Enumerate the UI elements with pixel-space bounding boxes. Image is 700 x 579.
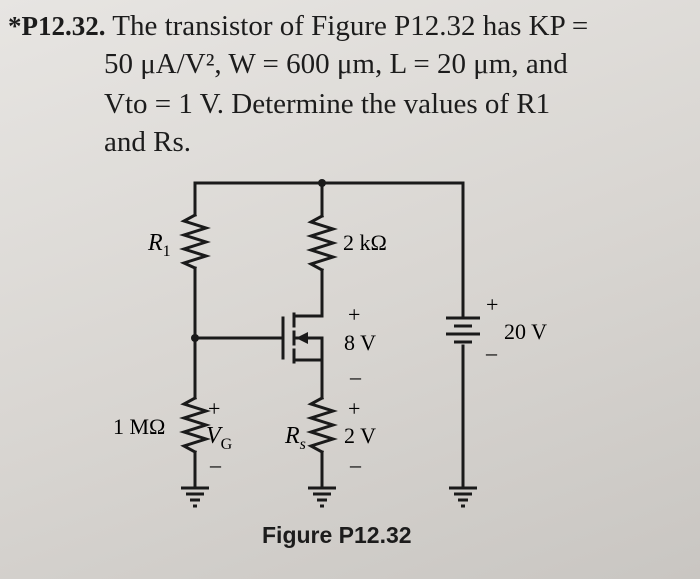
vrs-minus: – <box>349 452 362 477</box>
rs-resistor <box>306 395 338 455</box>
ground-icon <box>449 486 477 508</box>
vg-label: VG <box>206 423 233 453</box>
vds-minus: – <box>349 364 362 389</box>
problem-number: *P12.32. <box>8 11 106 41</box>
junction-dot <box>318 179 326 187</box>
rd-label: 2 kΩ <box>343 230 387 255</box>
junction-dot <box>191 334 199 342</box>
mosfet-arrow-icon <box>296 332 308 344</box>
r1-resistor <box>179 212 211 270</box>
vds-plus: + <box>348 302 360 327</box>
vds-value: 8 V <box>344 330 376 355</box>
source-value: 20 V <box>504 319 547 344</box>
vg-plus: + <box>208 396 220 421</box>
r2-label: 1 MΩ <box>113 414 165 439</box>
figure-caption: Figure P12.32 <box>262 522 412 548</box>
vrs-plus: + <box>348 396 360 421</box>
problem-line-1: *P12.32. The transistor of Figure P12.32… <box>8 8 588 45</box>
vg-minus: – <box>209 452 222 477</box>
ground-icon <box>181 486 209 508</box>
r1-label: R1 <box>147 230 171 260</box>
r2-resistor <box>179 395 211 455</box>
problem-line-3: Vto = 1 V. Determine the values of R1 <box>104 88 551 120</box>
source-plus: + <box>486 292 498 317</box>
problem-line-4: and Rs. <box>104 126 191 158</box>
ground-icon <box>308 486 336 508</box>
rd-resistor <box>306 213 338 273</box>
source-minus: – <box>485 340 498 365</box>
problem-text-line-1: The transistor of Figure P12.32 has KP = <box>112 10 589 42</box>
vrs-value: 2 V <box>344 423 376 448</box>
rs-label: Rs <box>284 423 306 453</box>
dc-source-symbol <box>446 316 480 344</box>
problem-line-2: 50 μA/V², W = 600 μm, L = 20 μm, and <box>104 48 568 80</box>
